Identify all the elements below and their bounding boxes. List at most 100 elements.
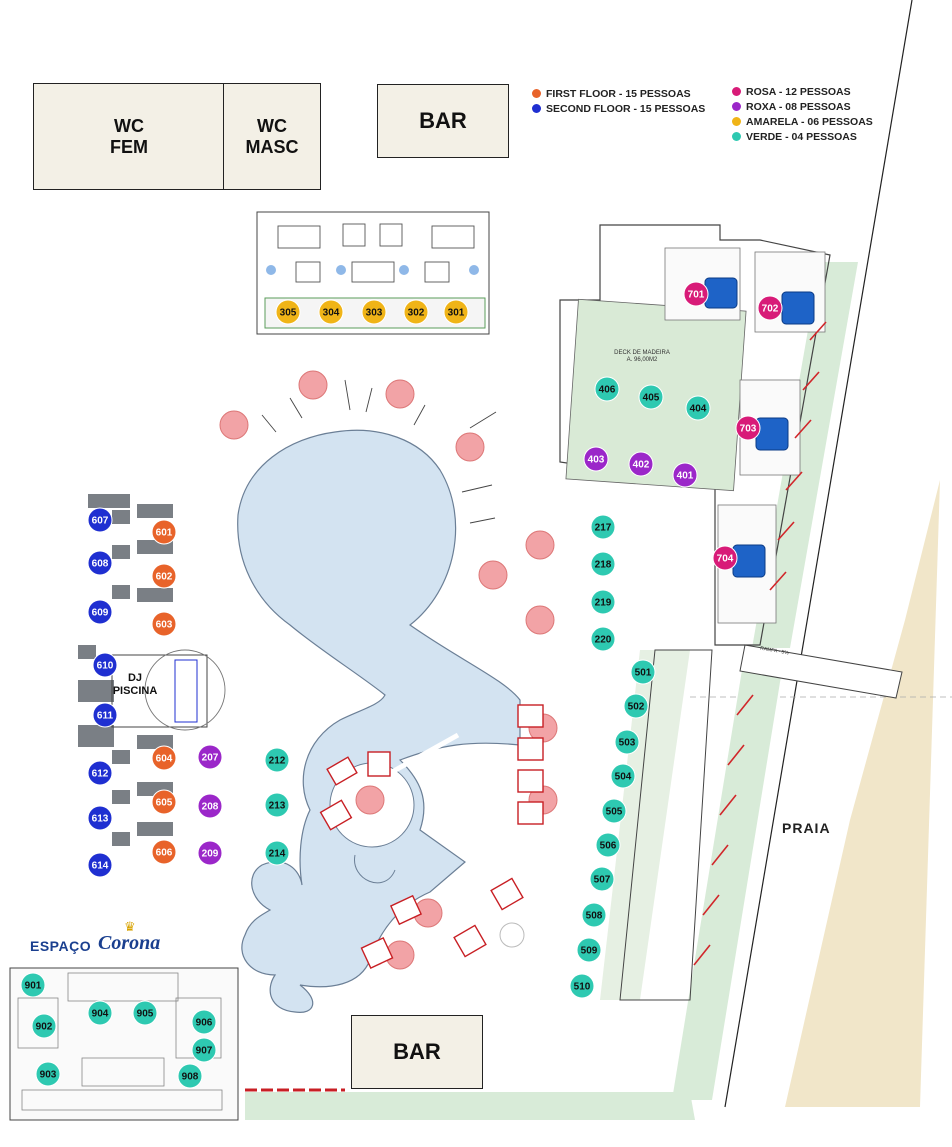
table-602[interactable]: 602 xyxy=(151,563,177,589)
table-marker[interactable] xyxy=(264,792,290,818)
table-marker[interactable] xyxy=(197,793,223,819)
table-marker[interactable] xyxy=(443,299,469,325)
table-609[interactable]: 609 xyxy=(87,599,113,625)
table-601[interactable]: 601 xyxy=(151,519,177,545)
table-506[interactable]: 506 xyxy=(595,832,621,858)
table-marker[interactable] xyxy=(630,659,656,685)
table-604[interactable]: 604 xyxy=(151,745,177,771)
table-605[interactable]: 605 xyxy=(151,789,177,815)
table-220[interactable]: 220 xyxy=(590,626,616,652)
table-marker[interactable] xyxy=(132,1000,158,1026)
table-213[interactable]: 213 xyxy=(264,792,290,818)
table-402[interactable]: 402 xyxy=(628,451,654,477)
table-marker[interactable] xyxy=(191,1037,217,1063)
table-902[interactable]: 902 xyxy=(31,1013,57,1039)
table-marker[interactable] xyxy=(672,462,698,488)
table-marker[interactable] xyxy=(264,840,290,866)
table-612[interactable]: 612 xyxy=(87,760,113,786)
table-906[interactable]: 906 xyxy=(191,1009,217,1035)
table-marker[interactable] xyxy=(590,626,616,652)
table-505[interactable]: 505 xyxy=(601,798,627,824)
table-marker[interactable] xyxy=(151,839,177,865)
table-marker[interactable] xyxy=(275,299,301,325)
table-703[interactable]: 703 xyxy=(735,415,761,441)
table-509[interactable]: 509 xyxy=(576,937,602,963)
table-217[interactable]: 217 xyxy=(590,514,616,540)
table-marker[interactable] xyxy=(638,384,664,410)
table-marker[interactable] xyxy=(177,1063,203,1089)
table-marker[interactable] xyxy=(191,1009,217,1035)
table-marker[interactable] xyxy=(610,763,636,789)
table-904[interactable]: 904 xyxy=(87,1000,113,1026)
table-marker[interactable] xyxy=(590,551,616,577)
table-marker[interactable] xyxy=(151,611,177,637)
table-marker[interactable] xyxy=(583,446,609,472)
table-marker[interactable] xyxy=(87,550,113,576)
table-403[interactable]: 403 xyxy=(583,446,609,472)
table-marker[interactable] xyxy=(197,840,223,866)
table-marker[interactable] xyxy=(264,747,290,773)
table-marker[interactable] xyxy=(628,451,654,477)
table-marker[interactable] xyxy=(87,1000,113,1026)
table-305[interactable]: 305 xyxy=(275,299,301,325)
table-marker[interactable] xyxy=(151,519,177,545)
table-614[interactable]: 614 xyxy=(87,852,113,878)
table-607[interactable]: 607 xyxy=(87,507,113,533)
table-611[interactable]: 611 xyxy=(92,702,118,728)
table-508[interactable]: 508 xyxy=(581,902,607,928)
table-marker[interactable] xyxy=(589,866,615,892)
table-marker[interactable] xyxy=(623,693,649,719)
table-704[interactable]: 704 xyxy=(712,545,738,571)
table-marker[interactable] xyxy=(92,702,118,728)
table-marker[interactable] xyxy=(594,376,620,402)
table-marker[interactable] xyxy=(197,744,223,770)
table-marker[interactable] xyxy=(318,299,344,325)
table-marker[interactable] xyxy=(87,852,113,878)
table-marker[interactable] xyxy=(87,599,113,625)
table-212[interactable]: 212 xyxy=(264,747,290,773)
table-209[interactable]: 209 xyxy=(197,840,223,866)
table-marker[interactable] xyxy=(569,973,595,999)
table-marker[interactable] xyxy=(590,514,616,540)
table-marker[interactable] xyxy=(683,281,709,307)
table-marker[interactable] xyxy=(20,972,46,998)
table-208[interactable]: 208 xyxy=(197,793,223,819)
table-504[interactable]: 504 xyxy=(610,763,636,789)
table-marker[interactable] xyxy=(581,902,607,928)
table-510[interactable]: 510 xyxy=(569,973,595,999)
table-507[interactable]: 507 xyxy=(589,866,615,892)
table-303[interactable]: 303 xyxy=(361,299,387,325)
table-218[interactable]: 218 xyxy=(590,551,616,577)
table-701[interactable]: 701 xyxy=(683,281,709,307)
table-613[interactable]: 613 xyxy=(87,805,113,831)
table-marker[interactable] xyxy=(151,789,177,815)
table-905[interactable]: 905 xyxy=(132,1000,158,1026)
table-901[interactable]: 901 xyxy=(20,972,46,998)
table-marker[interactable] xyxy=(685,395,711,421)
table-marker[interactable] xyxy=(576,937,602,963)
table-908[interactable]: 908 xyxy=(177,1063,203,1089)
table-marker[interactable] xyxy=(712,545,738,571)
table-503[interactable]: 503 xyxy=(614,729,640,755)
table-606[interactable]: 606 xyxy=(151,839,177,865)
table-marker[interactable] xyxy=(87,760,113,786)
table-302[interactable]: 302 xyxy=(403,299,429,325)
table-marker[interactable] xyxy=(35,1061,61,1087)
table-marker[interactable] xyxy=(92,652,118,678)
table-610[interactable]: 610 xyxy=(92,652,118,678)
table-603[interactable]: 603 xyxy=(151,611,177,637)
table-702[interactable]: 702 xyxy=(757,295,783,321)
table-502[interactable]: 502 xyxy=(623,693,649,719)
table-marker[interactable] xyxy=(87,805,113,831)
table-903[interactable]: 903 xyxy=(35,1061,61,1087)
table-301[interactable]: 301 xyxy=(443,299,469,325)
table-219[interactable]: 219 xyxy=(590,589,616,615)
table-406[interactable]: 406 xyxy=(594,376,620,402)
table-marker[interactable] xyxy=(595,832,621,858)
table-404[interactable]: 404 xyxy=(685,395,711,421)
table-marker[interactable] xyxy=(757,295,783,321)
table-marker[interactable] xyxy=(361,299,387,325)
table-401[interactable]: 401 xyxy=(672,462,698,488)
table-marker[interactable] xyxy=(31,1013,57,1039)
